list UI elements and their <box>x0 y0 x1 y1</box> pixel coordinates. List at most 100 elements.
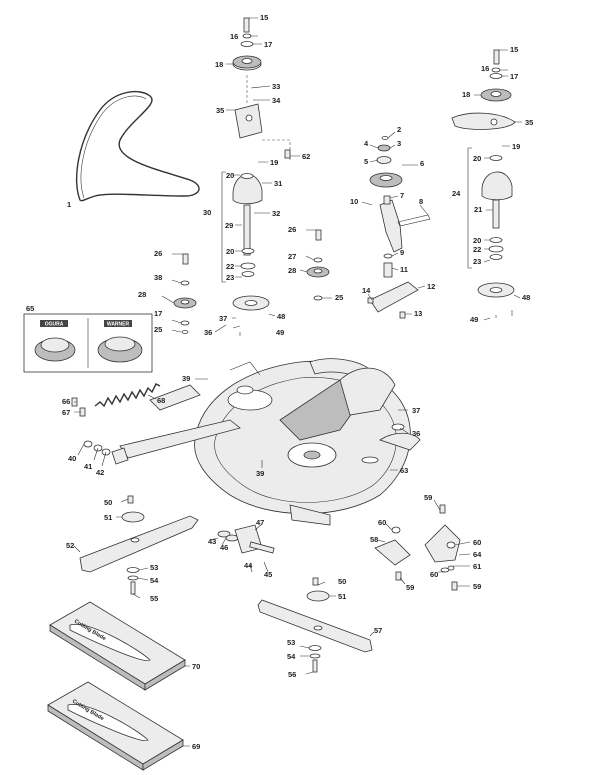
callout-54: 54 <box>150 576 159 585</box>
callout-34: 34 <box>272 96 281 105</box>
callout-67: 67 <box>62 408 70 417</box>
callout-62: 62 <box>302 152 310 161</box>
callout-27: 27 <box>288 252 296 261</box>
callout-39b: 39 <box>256 469 264 478</box>
callout-61: 61 <box>473 562 481 571</box>
callout-28b: 28 <box>288 266 296 275</box>
callout-17b: 17 <box>154 309 162 318</box>
callout-21: 21 <box>474 205 482 214</box>
callout-70: 70 <box>192 662 200 671</box>
callout-9: 9 <box>400 248 404 257</box>
callout-22b: 22 <box>473 245 481 254</box>
callout-64: 64 <box>473 550 482 559</box>
callout-52: 52 <box>66 541 74 550</box>
callout-37: 37 <box>219 314 227 323</box>
callout-20b: 20 <box>226 247 234 256</box>
callout-51: 51 <box>104 513 112 522</box>
callout-12: 12 <box>427 282 435 291</box>
callout-45: 45 <box>264 570 272 579</box>
callout-49b: 49 <box>470 315 478 324</box>
callout-49: 49 <box>276 328 284 337</box>
callout-6: 6 <box>420 159 424 168</box>
callout-53: 53 <box>150 563 158 572</box>
callout-36b: 36 <box>412 429 420 438</box>
callout-42: 42 <box>96 468 104 477</box>
callout-4: 4 <box>364 139 369 148</box>
callout-38: 38 <box>154 273 162 282</box>
callout-35b: 35 <box>525 118 533 127</box>
callout-23: 23 <box>226 273 234 282</box>
discharge-bracket[interactable] <box>374 504 461 591</box>
callout-66: 66 <box>62 397 70 406</box>
callout-43: 43 <box>208 537 216 546</box>
clutch-options-box: OGURA WARNER <box>23 313 153 373</box>
callout-59b: 59 <box>406 583 414 592</box>
callout-18: 18 <box>215 60 223 69</box>
clutch-brand-ogura: OGURA <box>45 322 64 328</box>
callout-48b: 48 <box>522 293 530 302</box>
callout-32: 32 <box>272 209 280 218</box>
tension-spring[interactable] <box>71 383 161 417</box>
clutch-brand-warner: WARNER <box>107 322 130 328</box>
cutting-blade-right[interactable] <box>257 599 373 673</box>
callout-50: 50 <box>104 498 112 507</box>
callout-47: 47 <box>256 518 264 527</box>
callout-17c: 17 <box>510 72 518 81</box>
callout-48: 48 <box>277 312 285 321</box>
callout-58: 58 <box>370 535 378 544</box>
mower-deck-housing[interactable] <box>111 358 421 526</box>
callout-60b: 60 <box>473 538 481 547</box>
blade-kit-box-69: Cutting Blade <box>47 681 184 771</box>
idler-arm-assembly[interactable] <box>367 136 431 319</box>
callout-15: 15 <box>260 13 268 22</box>
blade-kit-box-70: Cutting Blade <box>49 601 186 691</box>
callout-19b: 19 <box>512 142 520 151</box>
callout-16b: 16 <box>481 64 489 73</box>
callout-2: 2 <box>397 125 401 134</box>
callout-55: 55 <box>150 594 158 603</box>
callout-50b: 50 <box>338 577 346 586</box>
callout-23b: 23 <box>473 257 481 266</box>
callout-8: 8 <box>419 197 423 206</box>
cutting-blade-left[interactable] <box>79 515 199 595</box>
callout-7: 7 <box>400 191 404 200</box>
idler-pulleys[interactable] <box>173 149 330 334</box>
callout-19: 19 <box>270 158 278 167</box>
callout-14: 14 <box>362 286 371 295</box>
callout-18b: 18 <box>462 90 470 99</box>
callout-41: 41 <box>84 462 92 471</box>
callout-35: 35 <box>216 106 224 115</box>
drive-belt[interactable] <box>75 90 200 202</box>
callout-36: 36 <box>204 328 212 337</box>
callout-53b: 53 <box>287 638 295 647</box>
callout-33: 33 <box>272 82 280 91</box>
callout-20: 20 <box>226 171 234 180</box>
deck-hardware[interactable] <box>83 440 330 602</box>
callout-11: 11 <box>400 265 408 274</box>
left-spindle-assembly[interactable] <box>221 17 291 311</box>
callout-68: 68 <box>157 396 165 405</box>
callout-59c: 59 <box>473 582 481 591</box>
callout-25: 25 <box>154 325 162 334</box>
callout-24: 24 <box>452 189 461 198</box>
callout-28: 28 <box>138 290 146 299</box>
callout-22: 22 <box>226 262 234 271</box>
callout-54b: 54 <box>287 652 296 661</box>
callout-56: 56 <box>288 670 296 679</box>
callout-17: 17 <box>264 40 272 49</box>
callout-51b: 51 <box>338 592 346 601</box>
callout-65: 65 <box>26 304 34 313</box>
callout-16: 16 <box>230 32 238 41</box>
callout-20d: 20 <box>473 236 481 245</box>
callout-15b: 15 <box>510 45 518 54</box>
right-spindle-assembly[interactable] <box>451 49 516 298</box>
callout-46: 46 <box>220 543 228 552</box>
callout-69: 69 <box>192 742 200 751</box>
callout-25b: 25 <box>335 293 343 302</box>
callout-1: 1 <box>67 200 71 209</box>
callout-3: 3 <box>397 139 401 148</box>
callout-13: 13 <box>414 309 422 318</box>
callout-30: 30 <box>203 208 211 217</box>
callout-26b: 26 <box>288 225 296 234</box>
